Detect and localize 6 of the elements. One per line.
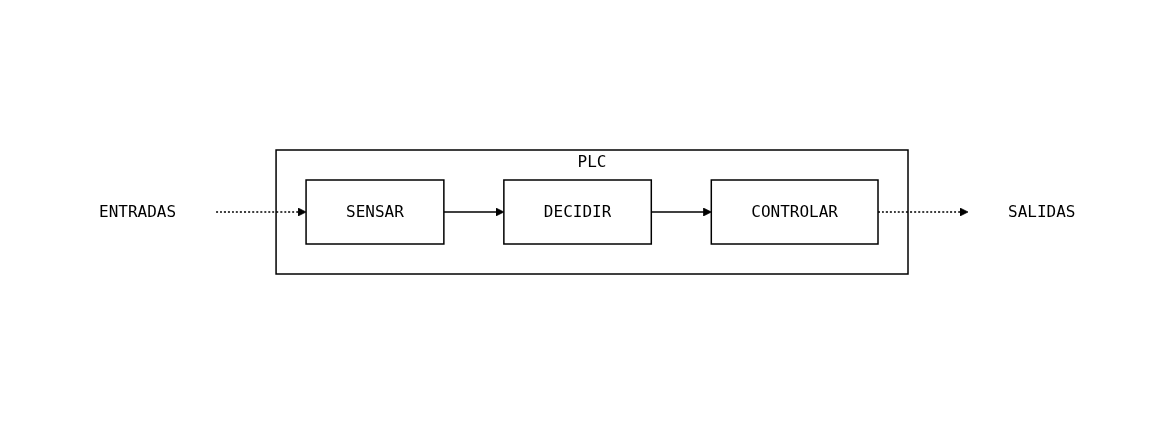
- node-text: ENTRADAS: [99, 201, 177, 221]
- node-box: DECIDIR: [503, 178, 653, 245]
- node-box: CONTROLAR: [710, 178, 880, 245]
- node-text: SALIDAS: [1008, 201, 1076, 221]
- node-box: SENSAR: [305, 178, 445, 245]
- arrow: [215, 207, 307, 216]
